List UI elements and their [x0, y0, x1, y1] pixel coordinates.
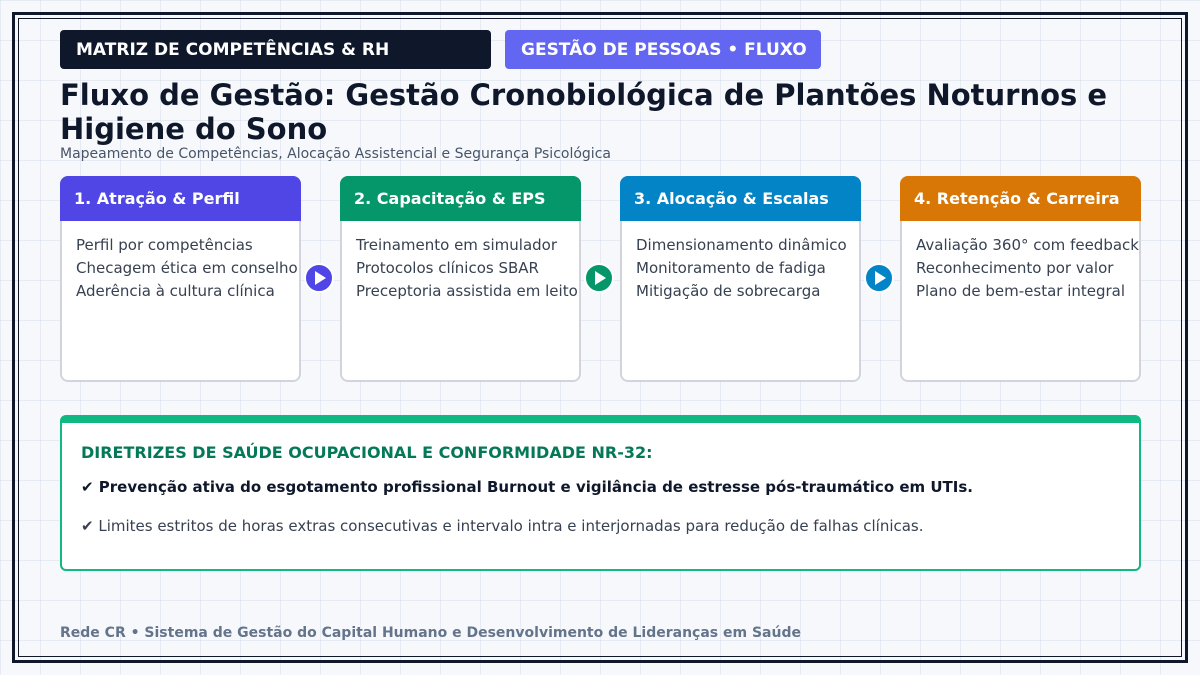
footer-text: Rede CR • Sistema de Gestão do Capital H…: [60, 625, 801, 641]
stage-card-title: 4. Retenção & Carreira: [900, 176, 1141, 221]
list-item: Plano de bem-estar integral: [916, 282, 1126, 300]
play-arrow-icon: [584, 263, 614, 293]
stage-card-allocation: 3. Alocação & Escalas Dimensionamento di…: [620, 176, 861, 382]
people-management-tag: GESTÃO DE PESSOAS • FLUXO: [505, 30, 821, 69]
play-arrow-icon: [304, 263, 334, 293]
list-item: Avaliação 360° com feedback: [916, 236, 1139, 254]
outer-frame: [12, 12, 1188, 663]
list-item: Reconhecimento por valor: [916, 259, 1114, 277]
list-item: Treinamento em simulador: [356, 236, 557, 254]
list-item: Monitoramento de fadiga: [636, 259, 826, 277]
guidelines-panel: DIRETRIZES DE SAÚDE OCUPACIONAL E CONFOR…: [60, 415, 1141, 571]
list-item: Dimensionamento dinâmico: [636, 236, 847, 254]
guideline-item-overtime: ✔ Limites estritos de horas extras conse…: [81, 517, 924, 535]
list-item: Perfil por competências: [76, 236, 253, 254]
stage-card-retention: 4. Retenção & Carreira Avaliação 360° co…: [900, 176, 1141, 382]
page-title: Fluxo de Gestão: Gestão Cronobiológica d…: [60, 78, 1108, 146]
list-item: Mitigação de sobrecarga: [636, 282, 821, 300]
competency-matrix-tag: MATRIZ DE COMPETÊNCIAS & RH: [60, 30, 491, 69]
stage-card-title: 2. Capacitação & EPS: [340, 176, 581, 221]
stage-card-list: Perfil por competências Checagem ética e…: [76, 234, 298, 303]
list-item: Preceptoria assistida em leito: [356, 282, 578, 300]
guideline-item-burnout: ✔ Prevenção ativa do esgotamento profiss…: [81, 478, 973, 496]
page-subtitle: Mapeamento de Competências, Alocação Ass…: [60, 146, 611, 162]
list-item: Aderência à cultura clínica: [76, 282, 275, 300]
stage-card-title: 1. Atração & Perfil: [60, 176, 301, 221]
stage-card-list: Treinamento em simulador Protocolos clín…: [356, 234, 578, 303]
stage-card-training: 2. Capacitação & EPS Treinamento em simu…: [340, 176, 581, 382]
stage-card-title: 3. Alocação & Escalas: [620, 176, 861, 221]
stage-card-list: Avaliação 360° com feedback Reconhecimen…: [916, 234, 1139, 303]
stage-card-attraction: 1. Atração & Perfil Perfil por competênc…: [60, 176, 301, 382]
stage-card-list: Dimensionamento dinâmico Monitoramento d…: [636, 234, 847, 303]
play-arrow-icon: [864, 263, 894, 293]
inner-frame: [18, 18, 1182, 657]
guidelines-title: DIRETRIZES DE SAÚDE OCUPACIONAL E CONFOR…: [81, 443, 653, 462]
list-item: Protocolos clínicos SBAR: [356, 259, 539, 277]
list-item: Checagem ética em conselho: [76, 259, 298, 277]
